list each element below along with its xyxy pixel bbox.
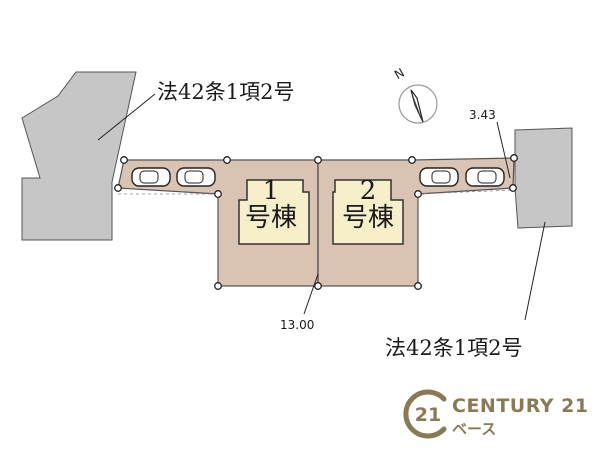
compass-icon	[398, 84, 438, 124]
building-2-number: 2	[359, 176, 377, 206]
left-road-label: 法42条1項2号	[157, 80, 295, 104]
logo-brand: CENTURY 21	[452, 395, 589, 417]
building-1-suffix: 号棟	[244, 203, 297, 234]
century21-logo-mark: 21	[403, 389, 447, 439]
road-width-leader	[496, 121, 511, 179]
right-road-label: 法42条1項2号	[385, 336, 523, 360]
logo-mark-text: 21	[415, 404, 441, 426]
building-2-label: 2 号棟	[333, 176, 403, 234]
setback-line-right	[417, 189, 514, 195]
car-icon	[176, 167, 216, 187]
logo-branch: ベース	[452, 420, 497, 438]
left-road-leader	[97, 93, 156, 141]
building-1-number: 1	[262, 176, 280, 206]
century21-logo: CENTURY 21 ベース	[400, 386, 595, 446]
road-width-dimension: 3.43	[469, 108, 496, 122]
car-icon	[465, 167, 505, 187]
car-icon	[419, 167, 459, 187]
building-1-label: 1 号棟	[236, 176, 306, 234]
building-2	[332, 179, 404, 245]
right-road-leader	[524, 221, 546, 321]
building-2-suffix: 号棟	[341, 203, 394, 234]
compass-north-label: N	[392, 65, 407, 82]
corner-markers	[114, 154, 518, 290]
right-road	[514, 127, 573, 229]
frontage-dimension: 13.00	[280, 318, 315, 332]
left-road	[21, 71, 137, 241]
building-1	[238, 179, 310, 245]
car-icon	[131, 167, 171, 187]
frontage-leader	[303, 273, 319, 315]
